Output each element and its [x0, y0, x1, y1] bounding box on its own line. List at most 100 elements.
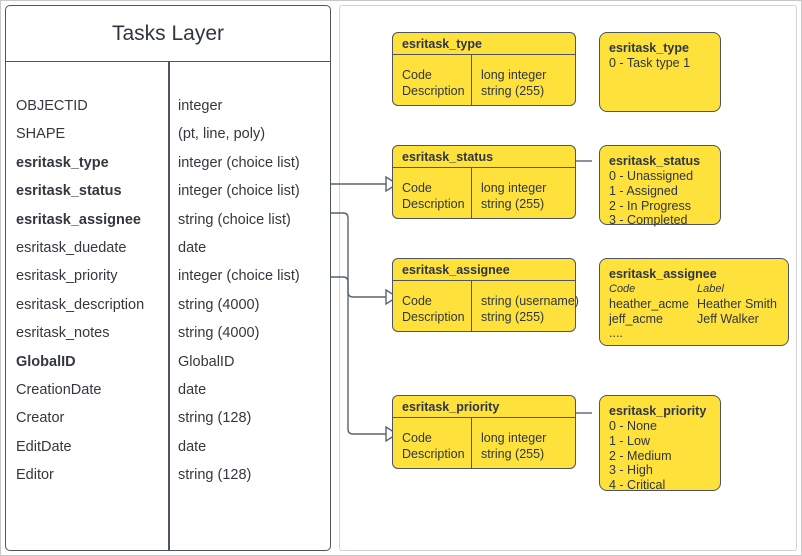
value-box-priority-item: 1 - Low [609, 433, 650, 448]
field-type: string (128) [178, 410, 252, 427]
domain-table-priority-header: esritask_priority [393, 396, 575, 418]
domain-table-assignee-divider [471, 281, 473, 331]
domain-table-assignee-left: Code Description [402, 294, 465, 324]
domain-table-status-right: long integer string (255) [481, 181, 547, 211]
domain-table-type-divider [471, 55, 473, 105]
assignee-code: jeff_acme [609, 311, 663, 326]
field-row: EditDate date [6, 439, 330, 467]
field-type: integer (choice list) [178, 154, 300, 171]
field-type: GlobalID [178, 353, 235, 370]
field-name: esritask_duedate [16, 239, 127, 256]
field-name: esritask_priority [16, 268, 118, 285]
value-box-assignee-table: Code Label heather_acme Heather Smith je… [609, 282, 779, 341]
domain-table-type-left: Code Description [402, 68, 465, 98]
column-divider [168, 62, 170, 550]
domain-table-status-header: esritask_status [393, 146, 575, 168]
field-row: OBJECTID integer [6, 98, 330, 126]
value-box-type[interactable]: esritask_type 0 - Task type 1 [599, 32, 721, 112]
field-type: integer (choice list) [178, 183, 300, 200]
assignee-code: .... [609, 326, 623, 341]
field-name: CreationDate [16, 381, 102, 398]
field-name: esritask_type [16, 154, 109, 171]
value-box-assignee-row: heather_acme Heather Smith [609, 297, 779, 312]
domain-table-assignee-header: esritask_assignee [393, 259, 575, 281]
assignee-code: heather_acme [609, 296, 689, 311]
field-row: esritask_type integer (choice list) [6, 155, 330, 183]
assignee-code-header: Code [609, 283, 636, 295]
field-row: GlobalID GlobalID [6, 354, 330, 382]
value-box-assignee-row: jeff_acme Jeff Walker [609, 312, 779, 327]
value-box-priority-item: 0 - None [609, 419, 657, 433]
field-row: esritask_duedate date [6, 240, 330, 268]
domain-table-priority-right: long integer string (255) [481, 431, 547, 461]
value-box-priority-title: esritask_priority [609, 404, 707, 418]
assignee-label: Jeff Walker [697, 311, 759, 326]
field-name: Creator [16, 410, 65, 427]
field-type: string (choice list) [178, 211, 291, 228]
domain-table-status-left: Code Description [402, 181, 465, 211]
domain-table-assignee[interactable]: esritask_assignee Code Description strin… [392, 258, 579, 332]
field-name: GlobalID [16, 353, 76, 370]
field-type: integer [178, 98, 223, 114]
domain-table-status-divider [471, 168, 473, 218]
field-name: OBJECTID [16, 98, 88, 114]
value-box-status-item: 3 - Completed [609, 213, 688, 228]
field-name: SHAPE [16, 126, 66, 143]
field-row: Creator string (128) [6, 410, 330, 438]
value-box-status-item: 0 - Unassigned [609, 169, 694, 183]
domain-table-assignee-right: string (username) string (255) [481, 294, 579, 324]
domain-table-type-header: esritask_type [393, 33, 575, 55]
domain-table-priority-divider [471, 418, 473, 468]
value-box-type-item: 0 - Task type 1 [609, 56, 691, 70]
field-type: string (128) [178, 467, 252, 484]
field-row: esritask_assignee string (choice list) [6, 212, 330, 240]
field-name: Editor [16, 467, 54, 484]
field-row: esritask_priority integer (choice list) [6, 268, 330, 296]
domain-table-status-body: Code Description long integer string (25… [393, 168, 575, 218]
field-name: esritask_status [16, 183, 122, 200]
field-name: esritask_description [16, 296, 145, 313]
value-box-priority-item: 3 - High [609, 463, 653, 478]
field-type: date [178, 381, 207, 398]
field-row: SHAPE (pt, line, poly) [6, 126, 330, 154]
tasks-layer-title: Tasks Layer [6, 6, 330, 62]
field-type: string (4000) [178, 325, 260, 342]
domain-table-assignee-body: Code Description string (username) strin… [393, 281, 579, 331]
field-row: CreationDate date [6, 382, 330, 410]
value-box-status-item: 1 - Assigned [609, 183, 678, 198]
domain-table-priority[interactable]: esritask_priority Code Description long … [392, 395, 576, 469]
domain-table-type[interactable]: esritask_type Code Description long inte… [392, 32, 576, 106]
field-type: date [178, 239, 207, 256]
value-box-assignee[interactable]: esritask_assignee Code Label heather_acm… [599, 258, 789, 346]
field-type: date [178, 438, 207, 455]
field-name: EditDate [16, 438, 72, 455]
domain-table-priority-left: Code Description [402, 431, 465, 461]
domain-table-type-right: long integer string (255) [481, 68, 547, 98]
assignee-label: Heather Smith [697, 296, 777, 311]
value-box-priority[interactable]: esritask_priority 0 - None 1 - Low 2 - M… [599, 395, 721, 493]
field-type: string (4000) [178, 296, 260, 313]
value-box-assignee-col-headers: Code Label [609, 282, 779, 297]
domain-table-status[interactable]: esritask_status Code Description long in… [392, 145, 576, 219]
value-box-assignee-title: esritask_assignee [609, 267, 717, 281]
value-box-type-title: esritask_type [609, 41, 689, 55]
value-box-assignee-row: .... [609, 326, 779, 341]
field-row: esritask_notes string (4000) [6, 325, 330, 353]
field-row: esritask_status integer (choice list) [6, 183, 330, 211]
field-type: (pt, line, poly) [178, 126, 266, 143]
value-box-status-title: esritask_status [609, 154, 701, 168]
value-box-priority-item: 2 - Medium [609, 448, 672, 463]
field-name: esritask_notes [16, 325, 110, 342]
value-box-status[interactable]: esritask_status 0 - Unassigned 1 - Assig… [599, 145, 721, 228]
field-row: esritask_description string (4000) [6, 297, 330, 325]
field-type: integer (choice list) [178, 268, 300, 285]
value-box-priority-item: 4 - Critical [609, 478, 666, 493]
domain-table-priority-body: Code Description long integer string (25… [393, 418, 575, 468]
domain-table-type-body: Code Description long integer string (25… [393, 55, 575, 105]
field-name: esritask_assignee [16, 211, 141, 228]
field-row: Editor string (128) [6, 467, 330, 495]
